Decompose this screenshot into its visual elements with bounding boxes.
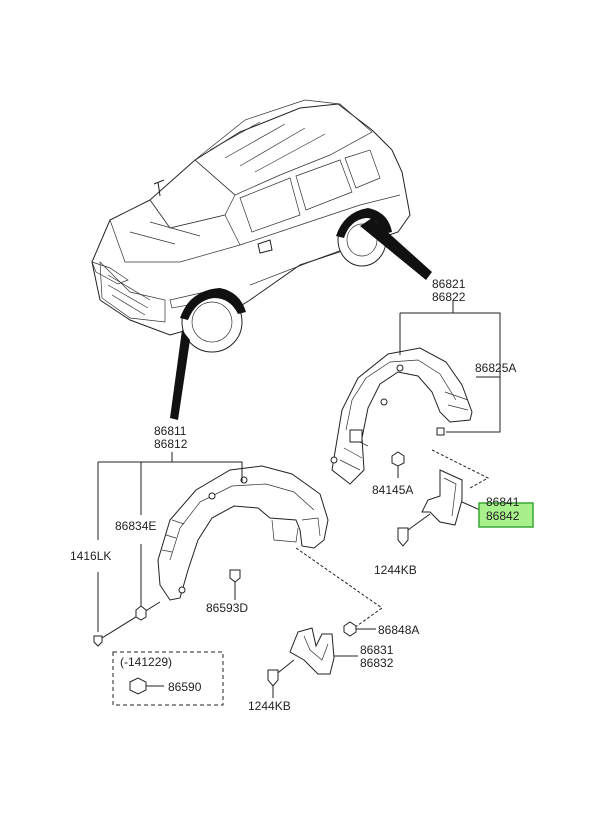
label-1416lk: 1416LK [70,549,111,563]
label-86825a: 86825A [475,361,516,375]
label-inset-date: (-141229) [120,655,172,669]
label-86593d: 86593D [206,601,248,615]
label-86834e: 86834E [115,519,156,533]
label-86822: 86822 [432,290,466,304]
label-86842: 86842 [486,509,520,523]
rear-wheel-liner [330,347,473,485]
label-1244kb-rear: 1244KB [374,563,417,577]
label-86848a: 86848A [378,623,419,637]
label-86821: 86821 [432,277,466,291]
rear-mud-flap [397,469,481,547]
label-86841: 86841 [486,495,520,509]
label-86831: 86831 [360,643,394,657]
inset-box [112,651,224,706]
rear-liner-leaders [391,300,501,489]
highlight-box [478,502,534,528]
label-86590: 86590 [168,680,202,694]
front-wheel-liner [157,465,329,601]
vehicle-illustration [91,99,432,420]
label-86832: 86832 [360,656,394,670]
front-liner-leaders [93,452,383,647]
label-86812: 86812 [154,437,188,451]
front-mud-flap [267,621,376,698]
label-86811: 86811 [154,424,187,438]
label-1244kb-front: 1244KB [248,699,291,713]
label-84145a: 84145A [372,483,413,497]
